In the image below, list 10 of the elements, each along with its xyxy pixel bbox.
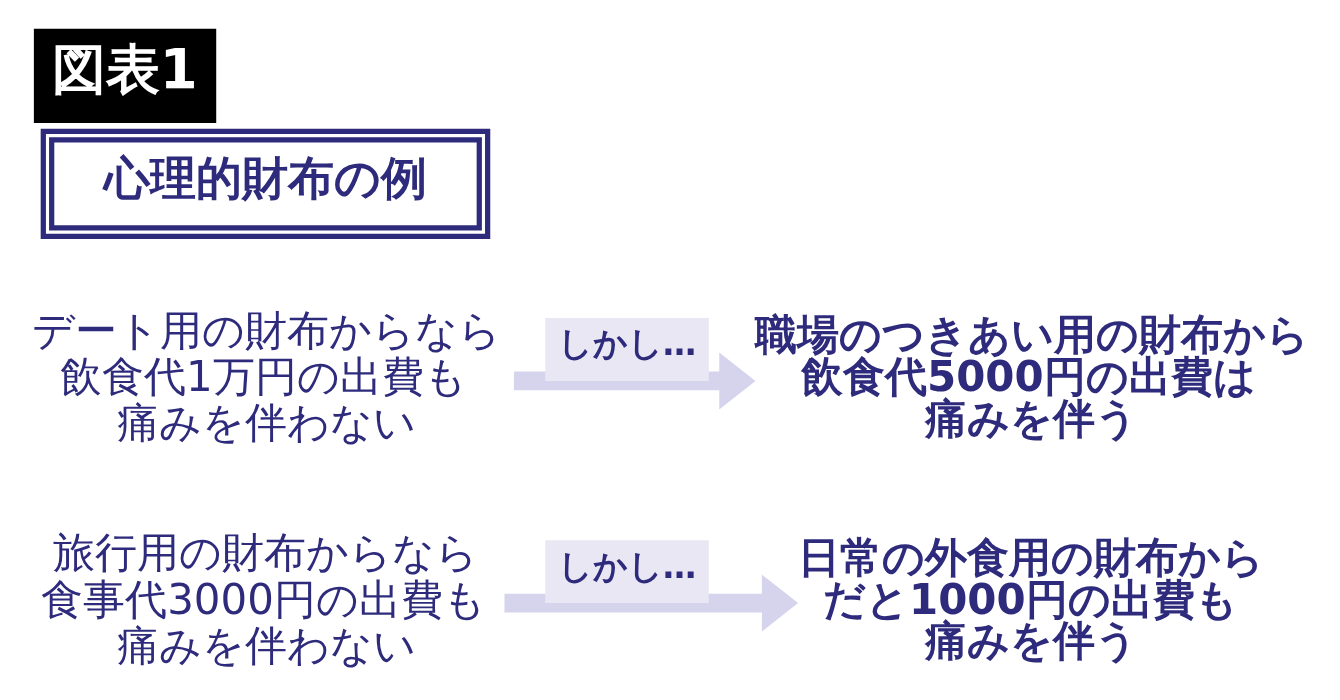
node-text: 職場のつきあい用の財布から飲食代5000円の出費は痛みを伴う [754,309,1309,443]
node-box: 心理的財布の例 [40,128,491,239]
node-text: デート用の財布からなら飲食代1万円の出費も痛みを伴わない [31,305,501,447]
arrow [513,351,756,409]
node-text: 日常の外食用の財布からだと1000円の出費も痛みを伴う [797,532,1264,665]
edge-label: しかし… [557,323,697,363]
diagram-title: 図表1 [51,36,198,101]
arrow [504,574,799,632]
edge-label: しかし… [557,545,697,585]
node-text: 旅行用の財布からなら食事代3000円の出費も痛みを伴わない [41,527,486,670]
